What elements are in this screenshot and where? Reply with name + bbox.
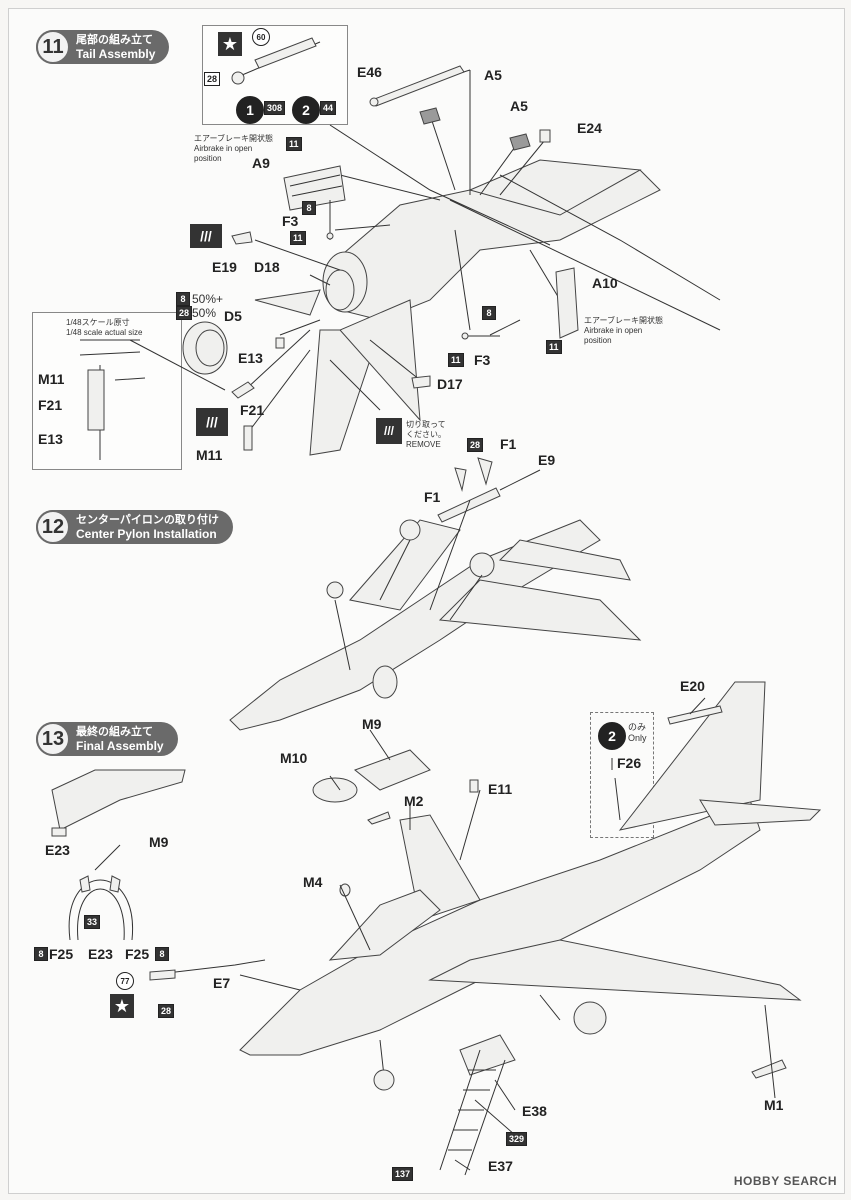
paint-ref-circle: 60 [252,28,270,46]
part-label-E20: E20 [680,678,705,694]
part-label-D5: D5 [224,308,242,324]
part-label-F26: F26 [617,755,642,771]
step-title-en: Final Assembly [76,739,164,753]
paint-ref: 8 [176,292,190,306]
step-title-en: Center Pylon Installation [76,527,217,541]
step-number: 12 [36,510,70,544]
final-section-drawing [51,681,822,1176]
part-label-F3: F3 [282,213,299,229]
paint-ref: 329 [506,1132,528,1146]
paint-ref: 11 [546,340,562,354]
part-label-E23: E23 [45,842,70,858]
remove-note-jp: ください。 [406,430,446,439]
part-label-E7: E7 [213,975,231,991]
part-label-E24: E24 [577,120,602,136]
paint-ref: 11 [290,231,306,245]
part-label-E11: E11 [488,781,513,797]
part-label-F25: F25 [125,946,150,962]
remove-note-en: REMOVE [406,440,441,449]
paint-ref: 8 [482,306,496,320]
paint-ref: 44 [320,101,337,115]
watermark: HOBBY SEARCH [733,1174,837,1188]
only-note-jp: のみ [628,722,647,732]
hatched-paint-icon: /// [196,408,228,436]
paint-ref: 28 [158,1004,175,1018]
part-label-E38: E38 [522,1103,547,1119]
part-label-F1: F1 [500,436,517,452]
scale-note-jp: 1/48スケール原寸 [66,318,130,327]
pylon-section-drawing [229,457,642,731]
part-label-E13: E13 [238,350,263,366]
step-title-jp: 尾部の組み立て [76,34,153,46]
part-label-E23: E23 [88,946,113,962]
scale-note-en: 1/48 scale actual size [66,328,143,337]
part-label-M10: M10 [280,750,308,766]
remove-note-jp: 切り取って [406,420,446,429]
paint-ref: 33 [84,915,101,929]
paint-ref: 8 [302,201,316,215]
paint-ref: 11 [286,137,302,151]
star-icon: ★ [218,32,242,56]
part-label-F3: F3 [474,352,491,368]
part-label-F21: F21 [240,402,265,418]
step-title-jp: 最終の組み立て [76,726,153,738]
paint-ref: 8 [155,947,169,961]
part-label-E19: E19 [212,259,237,275]
paint-ref: 28 [176,306,193,320]
paint-ref-circle: 77 [116,972,134,990]
part-label-A10: A10 [592,275,618,291]
step-title-en: Tail Assembly [76,47,156,61]
airbrake-note-jp: エアーブレーキ開状態 [584,316,664,325]
inset-label-E13: E13 [38,431,63,447]
version-2-badge: 2 [292,96,320,124]
airbrake-note-en: position [194,154,222,163]
paint-ref: 8 [34,947,48,961]
part-label-M11: M11 [196,447,223,463]
inset-label-F21: F21 [38,397,63,413]
part-label-E46: E46 [357,64,382,80]
part-label-M2: M2 [404,793,424,809]
airbrake-note-en: Airbrake in open [584,326,643,335]
step-number: 13 [36,722,70,756]
part-label-A9: A9 [252,155,270,171]
paint-ref: 11 [448,353,464,367]
inset-label-M11: M11 [38,371,65,387]
hatched-remove-icon: /// [376,418,402,444]
part-label-A5: A5 [510,98,528,114]
part-label-A5: A5 [484,67,502,83]
paint-ref: 28 [467,438,484,452]
airbrake-note-en: Airbrake in open [194,144,253,153]
star-icon: ★ [110,994,134,1018]
part-label-D17: D17 [437,376,463,392]
airbrake-note-en: position [584,336,612,345]
mix-ratio: 50% [192,306,217,320]
tail-section-drawing [79,37,721,460]
part-label-F25: F25 [49,946,74,962]
version-2-only-box [590,712,654,838]
part-label-M9: M9 [362,716,382,732]
paint-ref: 137 [392,1167,414,1181]
hatched-paint-icon: /// [190,224,222,248]
paint-ref: 308 [264,101,286,115]
only-note-en: Only [628,733,647,743]
paint-ref: 28 [204,72,221,86]
step-number: 11 [36,30,70,64]
part-label-F1: F1 [424,489,441,505]
part-label-M1: M1 [764,1097,784,1113]
mix-ratio: 50%+ [192,292,224,306]
part-label-M4: M4 [303,874,323,890]
part-label-M9: M9 [149,834,169,850]
part-label-D18: D18 [254,259,280,275]
part-label-E37: E37 [488,1158,513,1174]
actual-size-inset [32,312,182,470]
version-2-badge: 2 [598,722,626,750]
part-label-E9: E9 [538,452,556,468]
step-title-jp: センターパイロンの取り付け [76,514,219,526]
version-1-badge: 1 [236,96,264,124]
airbrake-note-jp: エアーブレーキ開状態 [194,134,274,143]
